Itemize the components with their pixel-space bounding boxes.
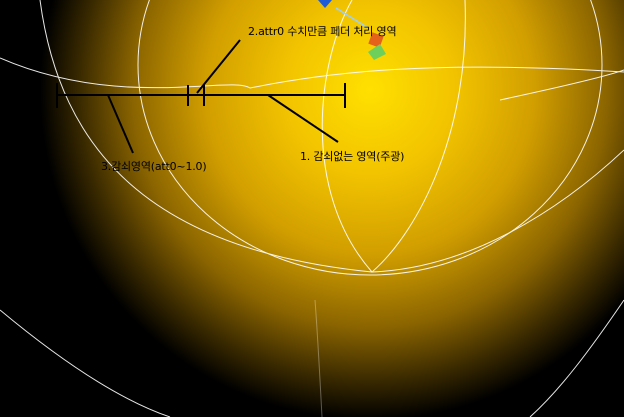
light-falloff-sphere <box>40 0 624 417</box>
wireframe-equator <box>39 0 624 273</box>
wireframe-latitude-right <box>499 69 624 101</box>
gizmo-green-handle[interactable] <box>368 44 386 60</box>
fade-area-label: 2.attr0 수치만큼 페더 처리 영역 <box>248 25 397 38</box>
no-attenuation-label: 1. 감쇠없는 영역(주광) <box>300 150 405 163</box>
distance-guide <box>56 39 346 154</box>
leader-line-fade <box>196 39 241 94</box>
leader-line-no-attenuation <box>267 94 339 143</box>
gizmo-orange-handle[interactable] <box>368 32 384 48</box>
attenuation-area-label: 3.감쇠영역(att0~1.0) <box>101 160 207 173</box>
wireframe-faint-lower <box>314 299 323 417</box>
gizmo-axis <box>335 7 369 29</box>
wireframe-latitude <box>0 57 624 89</box>
wireframe-lower-left <box>0 309 171 417</box>
wireframe-sphere-outline <box>137 0 603 276</box>
gizmo-blue-handle[interactable] <box>318 0 332 8</box>
transform-gizmo-icon[interactable] <box>318 0 386 60</box>
wireframe-lower-right <box>529 299 624 417</box>
leader-line-attenuation <box>107 94 134 154</box>
